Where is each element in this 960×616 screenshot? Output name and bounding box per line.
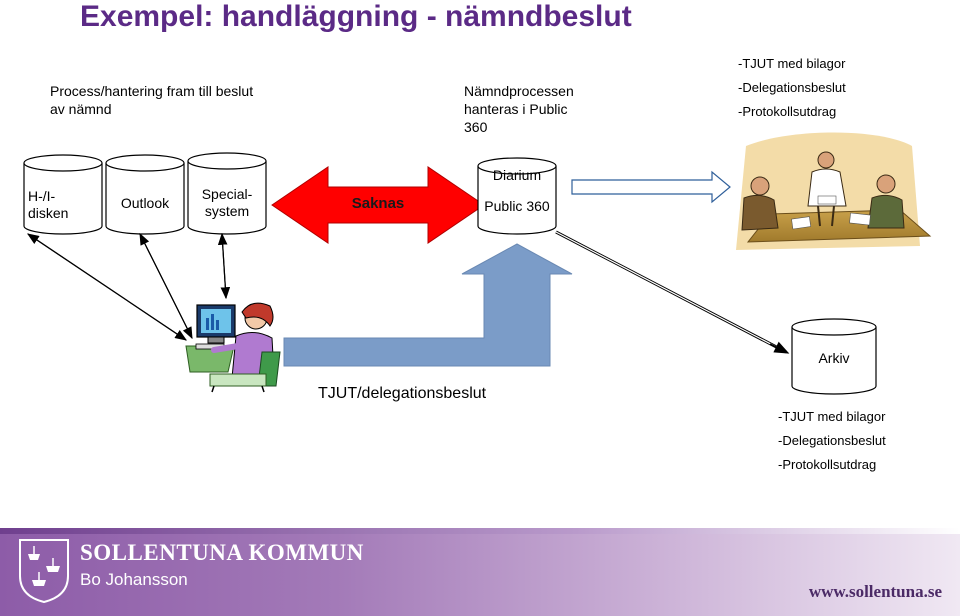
outlook-label: Outlook [120,195,170,211]
office-worker-illustration [185,302,281,393]
hi-disk-label: H-/I- disken [28,188,98,222]
tjut-arrow-label: TJUT/delegationsbeslut [318,385,487,402]
document-item: -TJUT med bilagor [738,56,846,71]
special-system-label-line: Special- [201,186,253,202]
hi-disk-cylinder [23,154,103,235]
process-note-line: av nämnd [50,101,112,117]
outlook-cylinder [105,154,185,235]
committee-note-line: 360 [464,119,488,135]
document-item: -Delegationsbeslut [778,433,886,448]
tjut-blue-arrow [283,243,573,367]
top-document-list: -TJUT med bilagor -Delegationsbeslut -Pr… [738,52,846,124]
website-link[interactable]: www.sollentuna.se [808,582,942,601]
process-diagram [23,132,932,395]
special-system-cylinder [187,152,267,235]
archive-cylinder [791,318,877,395]
document-item: -Delegationsbeslut [738,80,846,95]
footer-banner: SOLLENTUNA KOMMUN Bo Johansson www.solle… [0,528,960,616]
footer-background [0,528,960,616]
committee-note-line: hanteras i Public [464,101,568,117]
page-title: Exempel: handläggning - nämndbeslut [80,0,632,33]
process-note-line: Process/hantering fram till beslut [50,83,254,99]
archive-label: Arkiv [818,350,850,366]
document-item: -Protokollsutdrag [738,104,837,119]
document-item: -Protokollsutdrag [778,457,877,472]
crest-icon [19,539,69,604]
document-item: -TJUT med bilagor [778,409,886,424]
hi-disk-label-line: H-/I- [28,188,56,204]
to-archive-arrow [555,230,790,354]
connector-lines [27,232,231,341]
committee-process-note: Nämndprocessen hanteras i Public 360 [464,82,574,136]
diarium-cylinder [477,157,557,235]
author-name: Bo Johansson [80,570,188,589]
process-note: Process/hantering fram till beslut av nä… [50,82,253,118]
meeting-illustration [736,132,932,250]
special-system-label-line: system [204,203,250,219]
footer-stripe [0,528,960,534]
archive-document-list: -TJUT med bilagor -Delegationsbeslut -Pr… [778,405,886,477]
organization-name: SOLLENTUNA KOMMUN [80,540,364,565]
committee-note-line: Nämndprocessen [464,83,574,99]
to-committee-arrow [571,170,731,204]
missing-label: Saknas [351,195,405,212]
diarium-label: Diarium [492,167,542,183]
special-system-label: Special- system [190,186,264,220]
public360-label: Public 360 [484,198,550,214]
hi-disk-label-line: disken [28,205,69,221]
